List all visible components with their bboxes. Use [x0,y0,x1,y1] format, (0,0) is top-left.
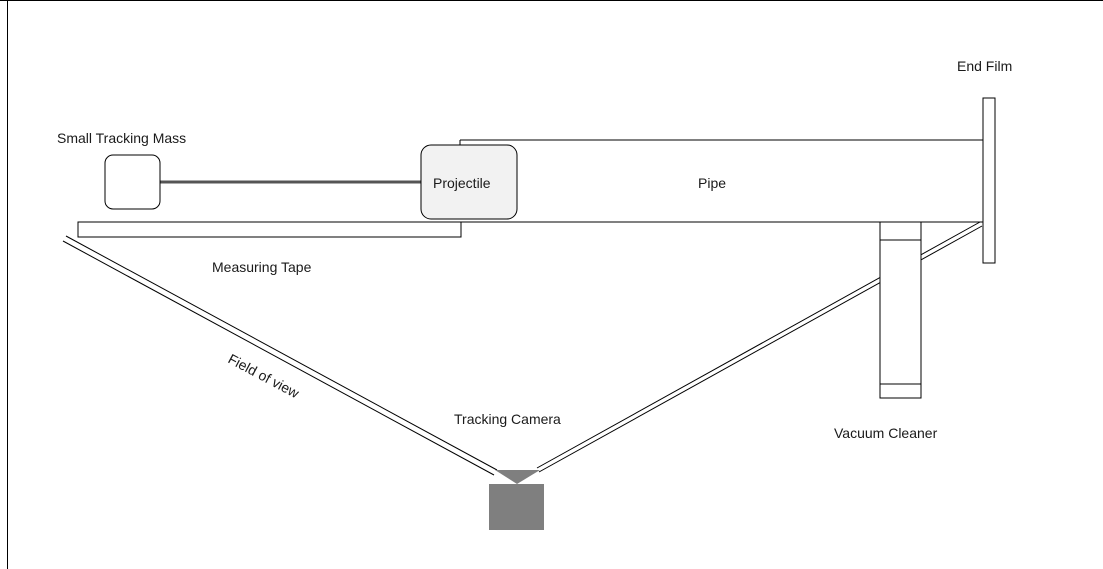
tracking-camera-label: Tracking Camera [454,411,561,427]
measuring-tape [77,221,462,238]
vacuum-cleaner [879,221,922,399]
pipe-label: Pipe [698,175,726,191]
field-of-view-left-line [62,235,498,476]
small-tracking-mass-label: Small Tracking Mass [57,130,186,146]
projectile-label: Projectile [433,175,491,191]
vacuum-cleaner-label: Vacuum Cleaner [834,425,938,441]
small-tracking-mass [104,154,161,210]
end-film-label: End Film [957,58,1012,74]
end-film [982,97,996,264]
tracking-camera [489,470,544,530]
projectile [420,144,518,220]
measuring-tape-label: Measuring Tape [212,259,312,275]
